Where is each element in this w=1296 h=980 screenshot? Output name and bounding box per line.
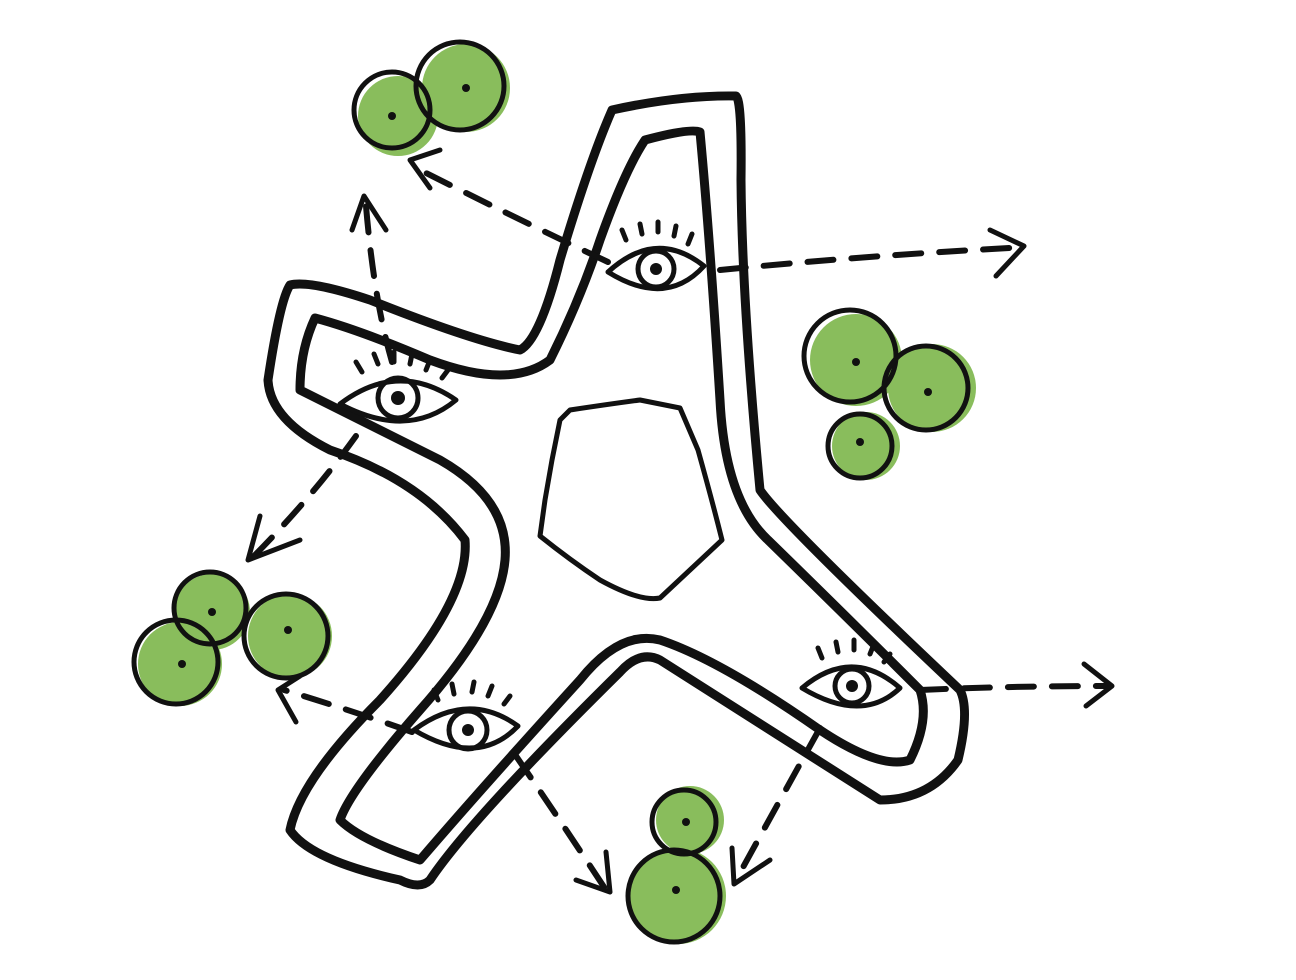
tree-dot xyxy=(284,626,292,634)
tree-dot xyxy=(924,388,932,396)
view-arrow xyxy=(732,728,820,884)
view-arrow xyxy=(248,436,356,560)
tree-dot xyxy=(388,112,396,120)
tree-dot xyxy=(682,818,690,826)
tree-cluster-left xyxy=(134,572,332,706)
view-arrow xyxy=(720,230,1024,276)
tree-dot xyxy=(852,358,860,366)
tree-dot xyxy=(856,438,864,446)
courtyard-outline xyxy=(540,400,722,599)
tree-dot xyxy=(672,886,680,894)
tree-cluster-right xyxy=(804,310,976,480)
eye-icon xyxy=(608,222,704,289)
tree-dot xyxy=(178,660,186,668)
tree-dot xyxy=(208,608,216,616)
tree-cluster-bottom xyxy=(628,786,726,944)
star-inner-outline xyxy=(300,131,923,860)
tree-dot xyxy=(462,84,470,92)
view-arrow xyxy=(516,756,610,892)
tree-cluster-top-left xyxy=(354,42,510,156)
